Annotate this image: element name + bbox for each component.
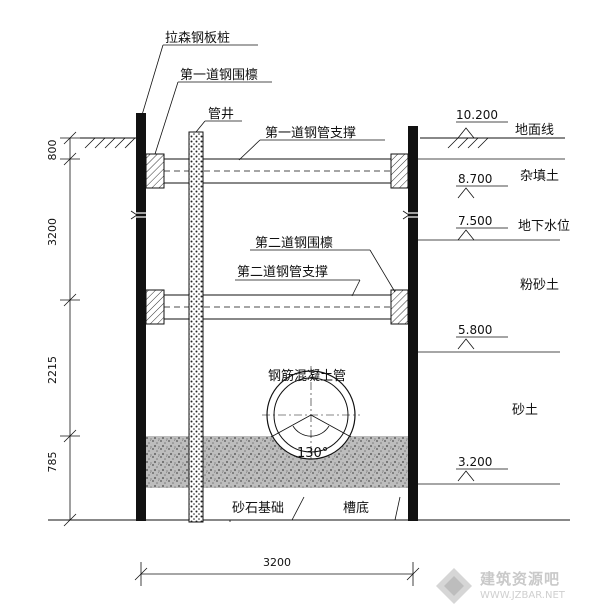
rc-pipe-label: 钢筋混凝土管 [268, 368, 346, 384]
pile-break-marks [133, 212, 421, 218]
layer-label: 粉砂土 [520, 278, 559, 293]
well-pipe [188, 131, 204, 523]
waler-1-right [390, 153, 409, 189]
title-label: 拉森钢板桩 [165, 31, 230, 46]
dimension-value: 3200 [46, 218, 59, 246]
layer-label: 砂土 [512, 403, 538, 418]
strut1-label: 第一道钢管支撑 [265, 126, 356, 141]
elevation-value: 7.500 [458, 214, 492, 228]
waler-2-left [145, 289, 165, 325]
vertical-dimension-line [60, 131, 80, 527]
watermark: 建筑资源吧 WWW.JZBAR.NET [424, 562, 609, 612]
waler2-label: 第二道钢围檩 [255, 236, 333, 251]
elevation-markers [418, 121, 565, 485]
horizontal-dimension-line [134, 562, 420, 586]
strut2-label: 第二道钢管支撑 [237, 265, 328, 280]
elevation-value: 10.200 [456, 108, 498, 122]
elevation-value: 3.200 [458, 455, 492, 469]
watermark-logo-icon [436, 568, 472, 604]
watermark-text: 建筑资源吧 [480, 570, 561, 588]
layer-label: 杂填土 [520, 169, 559, 184]
sheet-pile-right [408, 126, 418, 521]
well-pipe-label: 管井 [208, 107, 234, 122]
dimension-value: 2215 [46, 356, 59, 384]
watermark-url: WWW.JZBAR.NET [480, 590, 565, 601]
gravel-base-label: 砂石基础 [232, 501, 284, 516]
ground-line [80, 137, 565, 149]
trench-bottom-label: 槽底 [343, 500, 369, 516]
waler1-label: 第一道钢围檩 [180, 68, 258, 83]
layer-label: 地下水位 [518, 219, 570, 234]
sheet-pile-left [136, 113, 146, 521]
dimension-value: 3200 [263, 556, 291, 569]
angle-label: 130° [297, 446, 328, 461]
waler-2-right [390, 289, 409, 325]
dimension-value: 785 [46, 452, 59, 473]
elevation-value: 5.800 [458, 323, 492, 337]
elevation-value: 8.700 [458, 172, 492, 186]
dimension-value: 800 [46, 140, 59, 161]
layer-label: 地面线 [515, 123, 554, 138]
leader-lines [141, 44, 401, 522]
rc-pipe [262, 366, 360, 462]
waler-1-left [145, 153, 165, 189]
